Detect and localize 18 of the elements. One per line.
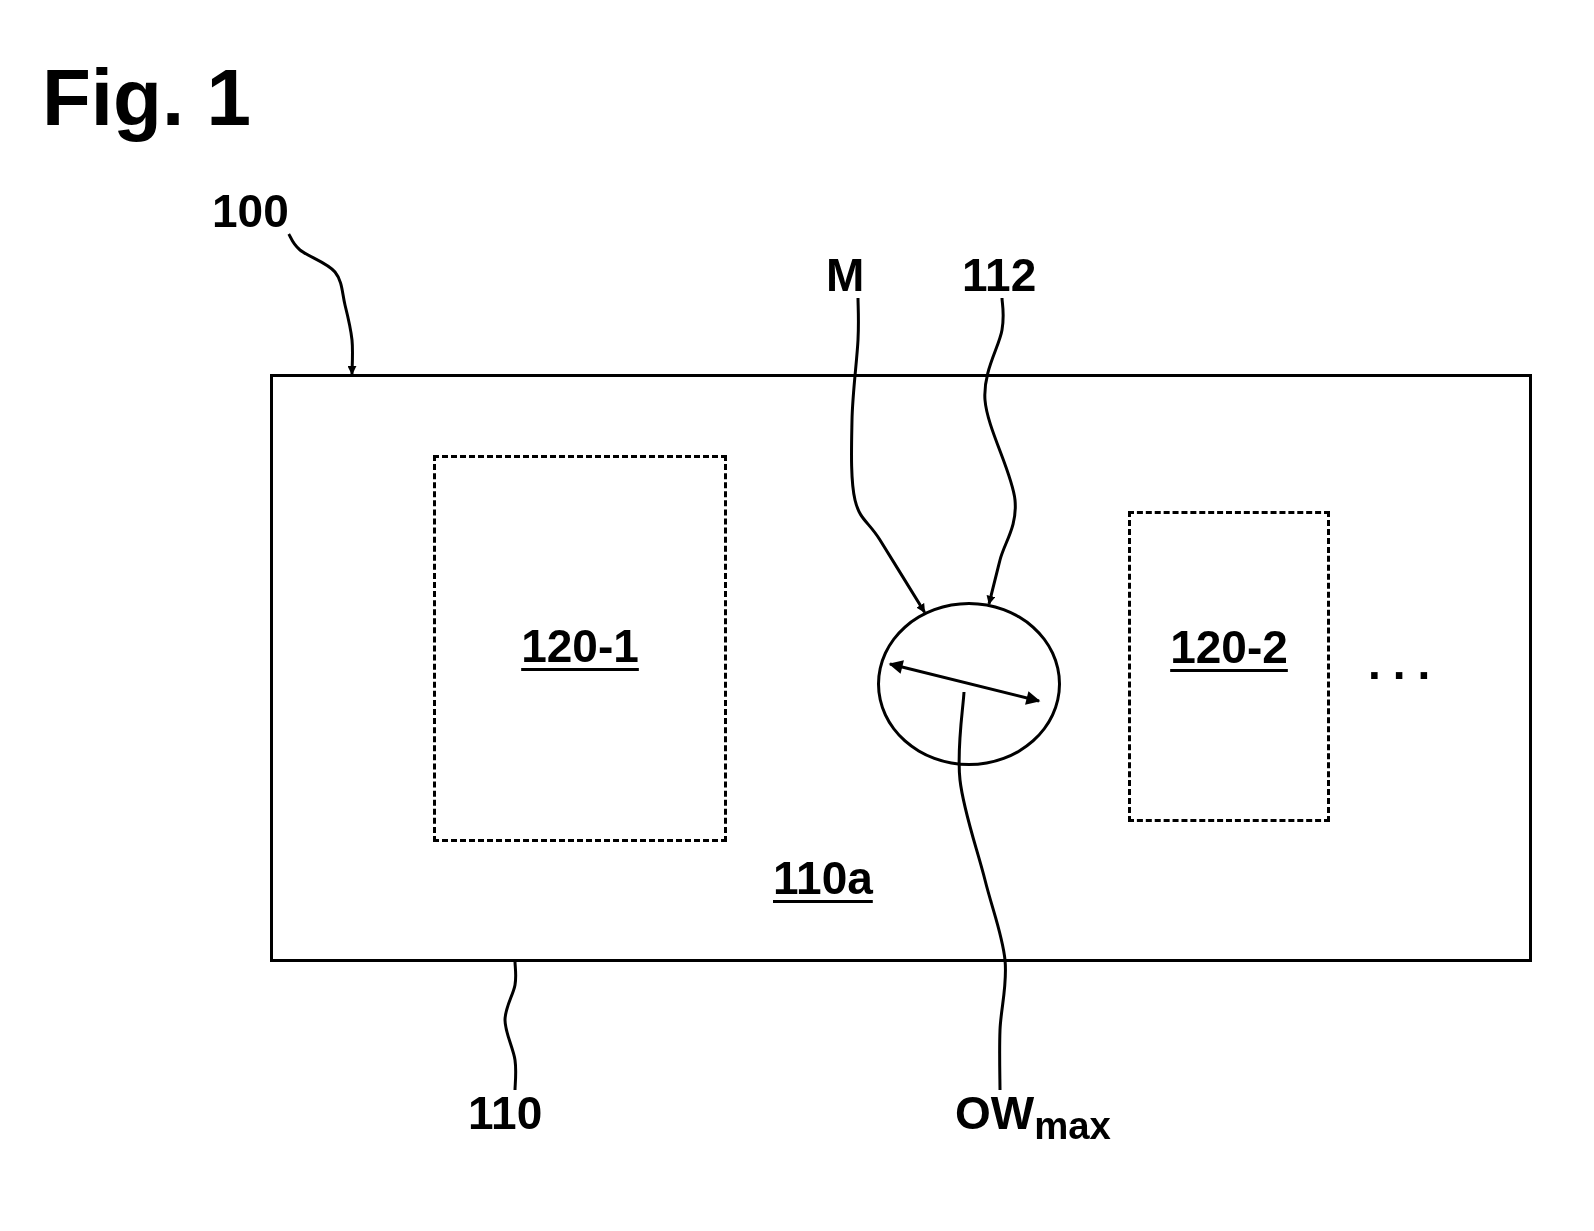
reference-numeral: 120-1 — [520, 623, 640, 669]
leader-line — [983, 297, 1017, 605]
callout-number: 110 — [468, 1090, 543, 1136]
leader-line — [287, 233, 357, 375]
callout-number: 100 — [212, 188, 289, 234]
callout-number: 112 — [962, 252, 1037, 298]
reference-numeral: 110a — [773, 855, 873, 901]
callout-number: M — [826, 252, 865, 298]
leader-line — [850, 297, 926, 613]
ellipsis-mark: ... — [1368, 640, 1443, 686]
reference-numeral: 120-2 — [1169, 624, 1289, 670]
leader-line — [503, 961, 518, 1091]
leader-line — [957, 691, 1008, 1090]
dashed-region — [1128, 511, 1330, 822]
opening-ellipse — [877, 602, 1061, 766]
callout-number: OW$_{max}$ — [955, 1090, 1111, 1146]
board-outline — [270, 374, 1532, 962]
dashed-region — [433, 455, 727, 842]
